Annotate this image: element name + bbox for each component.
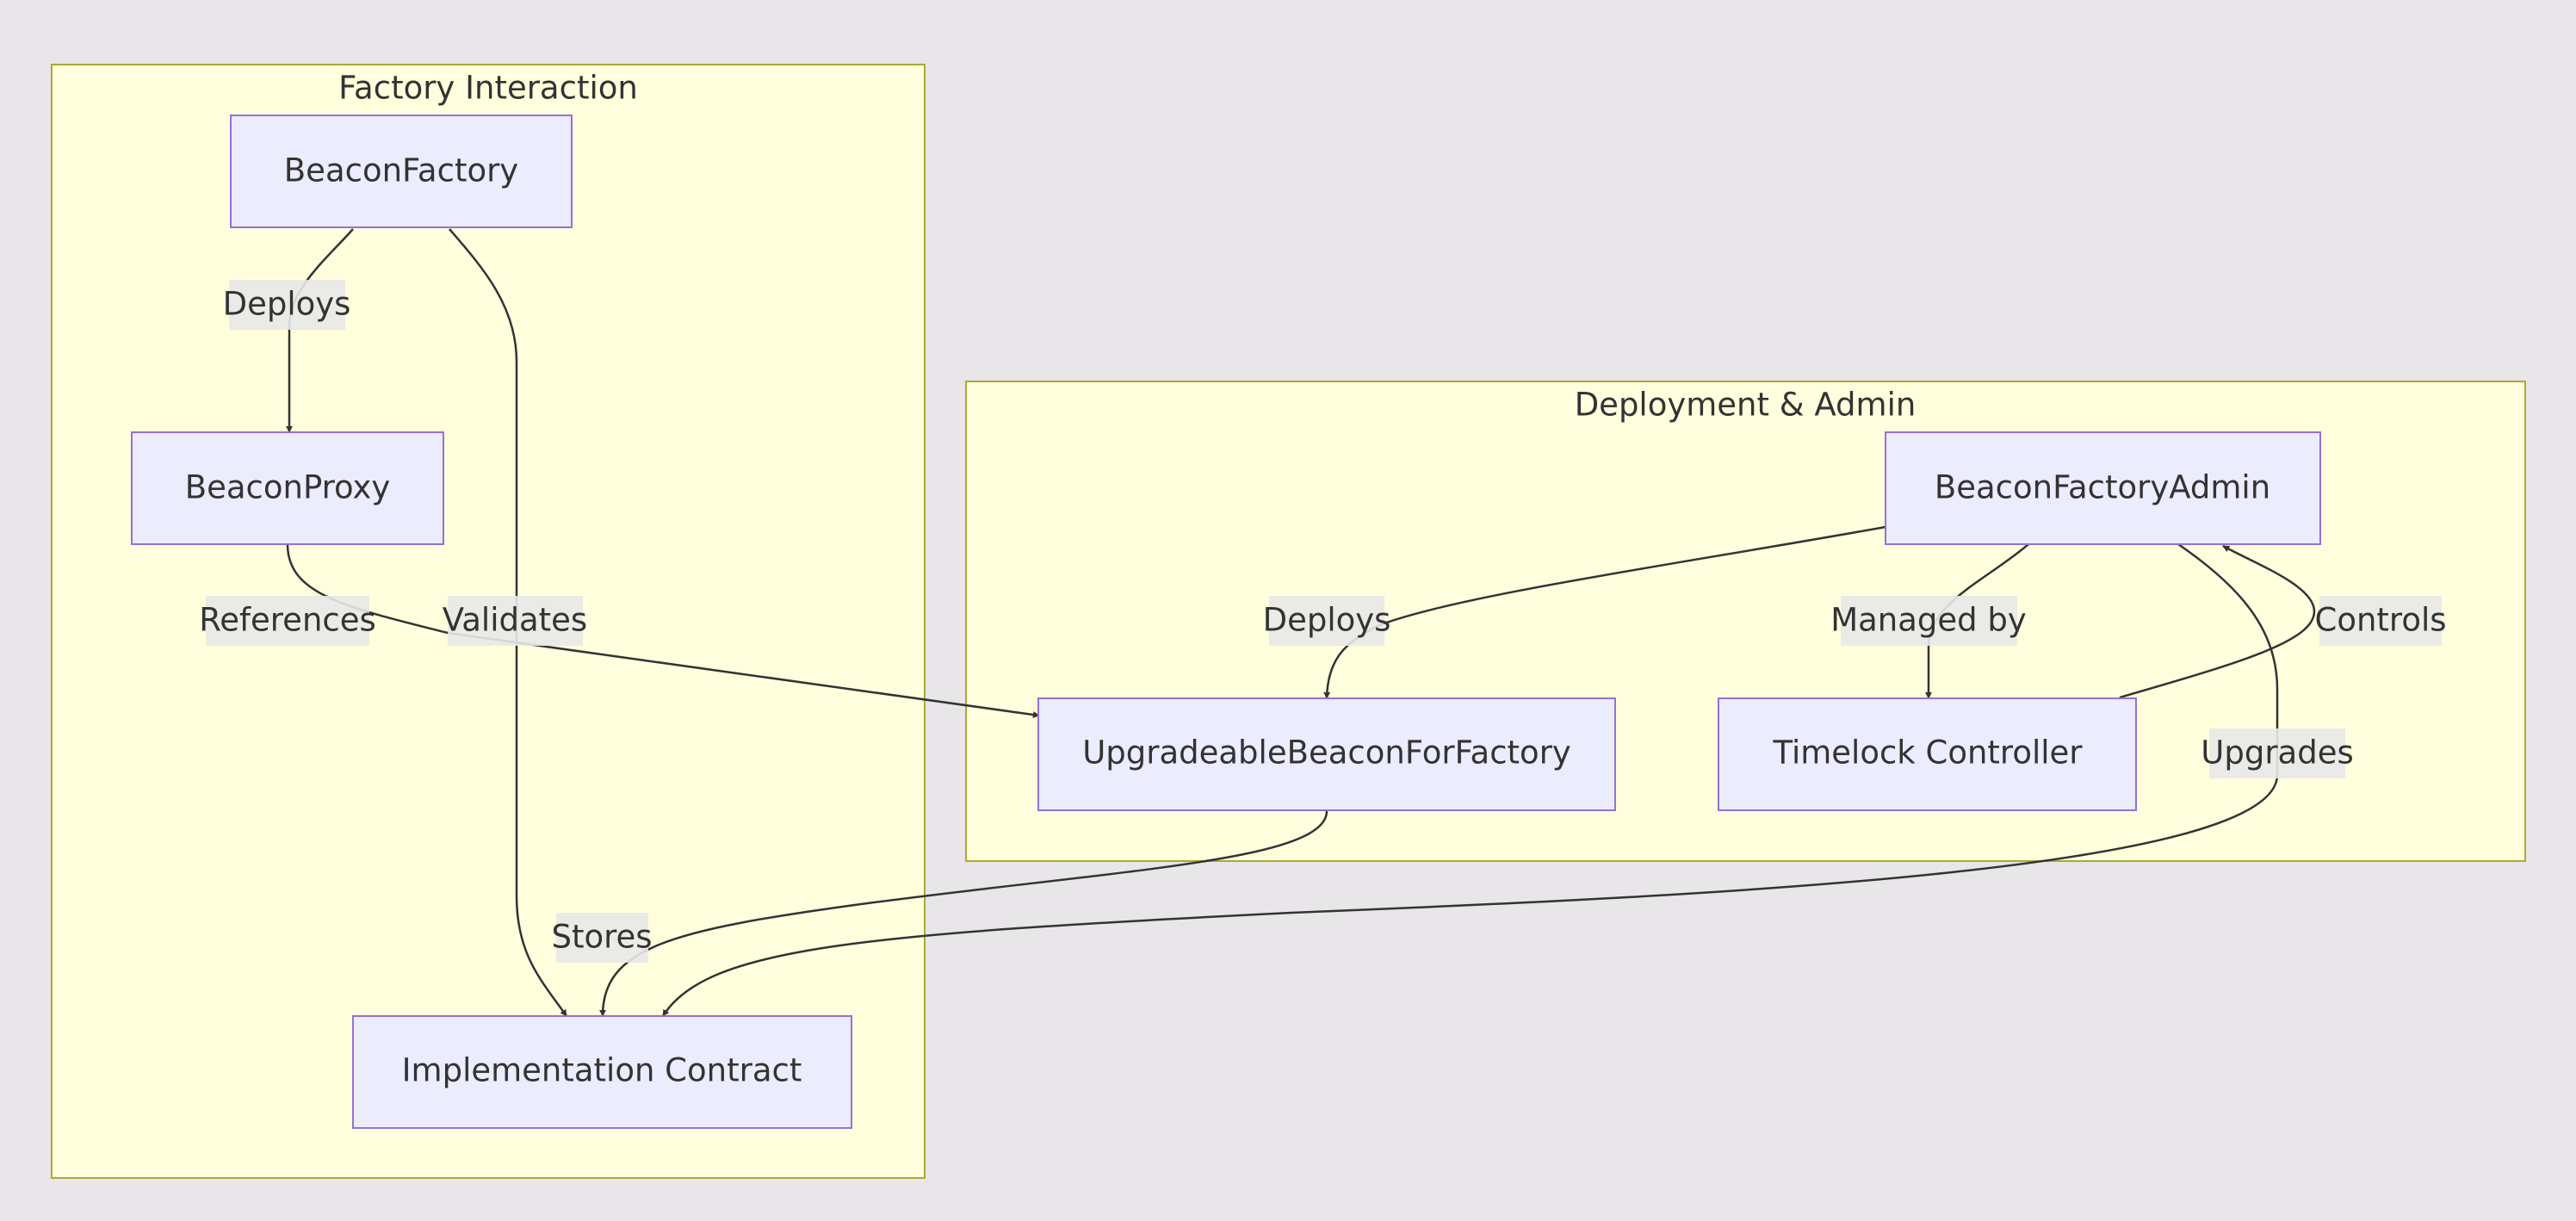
label-upgrades: Upgrades — [2201, 734, 2353, 772]
node-beacon-factory-label: BeaconFactory — [284, 152, 518, 189]
label-managed-by: Managed by — [1830, 602, 2027, 639]
label-bg-controls — [2319, 596, 2442, 646]
label-bg-references — [206, 596, 369, 646]
node-beacon-factory-box[interactable] — [230, 115, 573, 228]
edge-labels: Deploys References Validates Deploys Man… — [199, 280, 2447, 963]
node-timelock-controller[interactable]: Timelock Controller — [1718, 697, 2137, 811]
label-deploys-1: Deploys — [223, 286, 351, 323]
node-upgradeable-beacon-box[interactable] — [1037, 697, 1616, 811]
edge-factory-validates-impl — [449, 228, 568, 1017]
label-bg-managed-by — [1841, 596, 2017, 646]
node-implementation-label: Implementation Contract — [402, 1052, 802, 1089]
label-controls: Controls — [2314, 602, 2446, 639]
node-beacon-factory-admin-box[interactable] — [1885, 431, 2321, 545]
edges — [286, 228, 2316, 1017]
label-stores: Stores — [551, 919, 652, 956]
node-implementation-box[interactable] — [352, 1015, 852, 1129]
label-deploys-2: Deploys — [1263, 602, 1391, 639]
node-timelock-box[interactable] — [1718, 697, 2137, 811]
label-validates: Validates — [443, 602, 587, 639]
label-references: References — [199, 602, 376, 639]
label-bg-deploys-1 — [229, 280, 345, 330]
label-bg-deploys-2 — [1269, 596, 1384, 646]
node-beacon-factory-admin-label: BeaconFactoryAdmin — [1935, 469, 2270, 506]
node-beacon-factory[interactable]: BeaconFactory — [230, 115, 573, 228]
label-bg-upgrades — [2209, 728, 2345, 778]
node-upgradeable-beacon[interactable]: UpgradeableBeaconForFactory — [1037, 697, 1616, 811]
node-timelock-label: Timelock Controller — [1773, 734, 2084, 772]
node-implementation-contract[interactable]: Implementation Contract — [352, 1015, 852, 1129]
edge-admin-deploys-beacon — [1323, 525, 1886, 699]
cluster-deployment-title: Deployment & Admin — [1575, 387, 1917, 424]
cluster-factory-title: Factory Interaction — [338, 70, 638, 107]
node-upgradeable-beacon-label: UpgradeableBeaconForFactory — [1082, 734, 1571, 772]
node-beacon-proxy[interactable]: BeaconProxy — [131, 431, 444, 545]
edge-admin-upgrades-impl — [661, 542, 2279, 1017]
node-beacon-proxy-label: BeaconProxy — [185, 469, 391, 506]
edge-timelock-controls-admin — [2119, 544, 2316, 699]
label-bg-stores — [556, 913, 648, 963]
label-bg-validates — [448, 596, 583, 646]
node-beacon-proxy-box[interactable] — [131, 431, 444, 545]
node-beacon-factory-admin[interactable]: BeaconFactoryAdmin — [1885, 431, 2321, 545]
